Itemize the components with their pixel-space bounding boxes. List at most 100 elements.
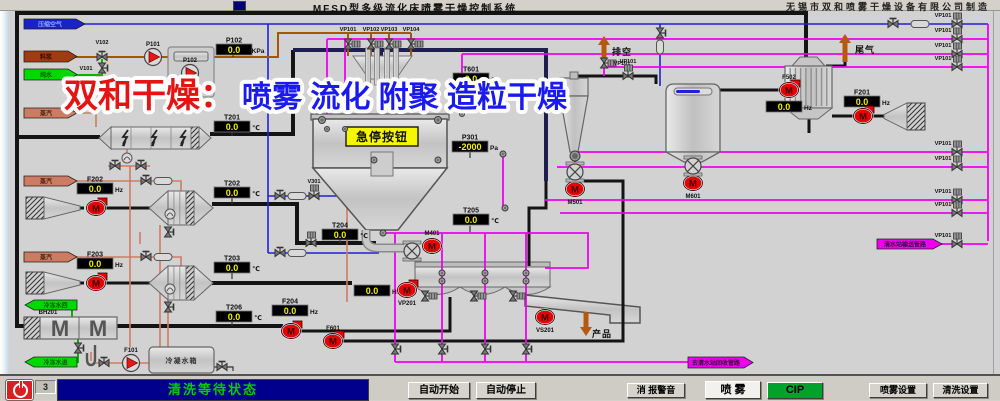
rotary-valve[interactable] <box>683 155 703 177</box>
valve-cip-r1[interactable]: VP101 <box>935 12 963 29</box>
valve-steam3-v1[interactable] <box>140 250 152 262</box>
svg-text:压缩空气: 压缩空气 <box>38 21 62 29</box>
air-intake-3 <box>25 271 81 295</box>
pipe <box>67 180 182 191</box>
rotary-valve[interactable] <box>402 240 422 262</box>
fan-F201[interactable]: M <box>852 105 875 125</box>
valve-steam1-v2[interactable] <box>135 159 147 171</box>
valve-bed-v1[interactable] <box>420 290 438 302</box>
fan-F203[interactable]: M <box>85 272 108 292</box>
discharge-chute <box>524 294 641 324</box>
svg-text:F202: F202 <box>87 177 103 184</box>
svg-text:清水站输送管路: 清水站输送管路 <box>884 241 927 249</box>
valve-V301[interactable]: V301 <box>307 179 321 201</box>
valve-purge-valve-1[interactable] <box>274 189 286 201</box>
svg-text:P101: P101 <box>146 42 161 48</box>
valve-bed-v2[interactable] <box>469 290 487 302</box>
emergency-stop-button[interactable]: 急停按钮 <box>345 126 419 147</box>
valve-V102[interactable]: V102 <box>95 40 109 62</box>
svg-text:P102: P102 <box>226 38 242 45</box>
valve-cip-r9[interactable]: VP101 <box>935 232 963 249</box>
rotary-valve[interactable] <box>565 161 585 183</box>
valve-hdr-v2[interactable] <box>437 343 449 355</box>
valve-tank-out-valve[interactable] <box>216 360 228 372</box>
valve-steam1-v1[interactable] <box>109 159 121 171</box>
svg-text:M501: M501 <box>567 200 583 206</box>
clean-settings-button[interactable]: 清洗设置 <box>933 383 988 398</box>
valve-bed-v3[interactable] <box>508 290 526 302</box>
svg-text:F204: F204 <box>282 299 298 306</box>
valve-VP101[interactable]: VP101 <box>340 27 361 50</box>
valve-cond-valve[interactable] <box>98 356 110 368</box>
valve-cyclone-out-valve[interactable]: VP101 <box>620 59 637 81</box>
svg-text:去清水站回收管路: 去清水站回收管路 <box>692 359 741 367</box>
valve-cip-r2[interactable]: VP101 <box>935 27 963 44</box>
valve-main-air-valve[interactable] <box>305 231 317 248</box>
valve-steam3-v2[interactable] <box>163 301 175 313</box>
nozzle-dot <box>459 111 465 117</box>
spray-settings-button[interactable]: 喷雾设置 <box>869 383 927 398</box>
valve-hdr-v4[interactable] <box>521 343 533 355</box>
valve-cip-r8[interactable]: VP101 <box>935 201 963 218</box>
valve-hdr-v1[interactable] <box>390 343 402 355</box>
valve-VP104[interactable]: VP104 <box>403 27 424 50</box>
svg-text:M601: M601 <box>685 194 701 200</box>
valve-V101[interactable]: V101 <box>79 62 109 74</box>
mute-alarm-button[interactable]: 消 报警音 <box>627 383 685 398</box>
valve-blue-main-valve[interactable] <box>887 17 899 29</box>
power-button[interactable] <box>5 379 34 401</box>
fan-F202[interactable]: M <box>85 197 108 217</box>
valve-cip-r6[interactable]: VP101 <box>935 155 963 172</box>
nozzle-dot <box>499 150 507 158</box>
valve-steam2-v1[interactable] <box>140 174 152 186</box>
tag-清水站输送管路: 清水站输送管路 <box>876 238 943 250</box>
pump-P102[interactable]: P102 <box>180 58 200 83</box>
valve-hdr-v3[interactable] <box>480 343 492 355</box>
fan-F204[interactable]: M <box>280 320 303 340</box>
strainer <box>910 20 930 28</box>
svg-text:VP101: VP101 <box>614 61 631 67</box>
valve-hopper-air-valve[interactable] <box>655 27 667 39</box>
svg-text:VP101: VP101 <box>935 233 952 239</box>
pump-F101[interactable]: F101 <box>121 348 141 373</box>
valve-purge-valve-2[interactable] <box>274 246 286 258</box>
cip-button[interactable]: CIP <box>767 382 823 399</box>
svg-text:T205: T205 <box>463 208 479 215</box>
valve-VP102[interactable]: VP102 <box>363 27 384 50</box>
spray-button[interactable]: 喷 雾 <box>705 381 761 399</box>
nozzle-dot <box>481 269 489 277</box>
valve-cip-r4[interactable]: VP101 <box>935 55 963 72</box>
valve-cip-r5[interactable]: VP101 <box>935 140 963 157</box>
svg-text:M: M <box>329 337 337 348</box>
valve-vent-valve[interactable]: VP101 <box>599 57 631 69</box>
valve-steam2-v2[interactable] <box>163 226 175 238</box>
auto-stop-button[interactable]: 自动停止 <box>476 382 536 399</box>
valve-VP103[interactable]: VP103 <box>381 27 402 50</box>
auto-start-button[interactable]: 自动开始 <box>408 382 470 399</box>
steam-trap <box>164 283 176 295</box>
valve-chw-valve[interactable] <box>73 342 85 354</box>
pump-P101[interactable]: P101 <box>143 42 163 67</box>
